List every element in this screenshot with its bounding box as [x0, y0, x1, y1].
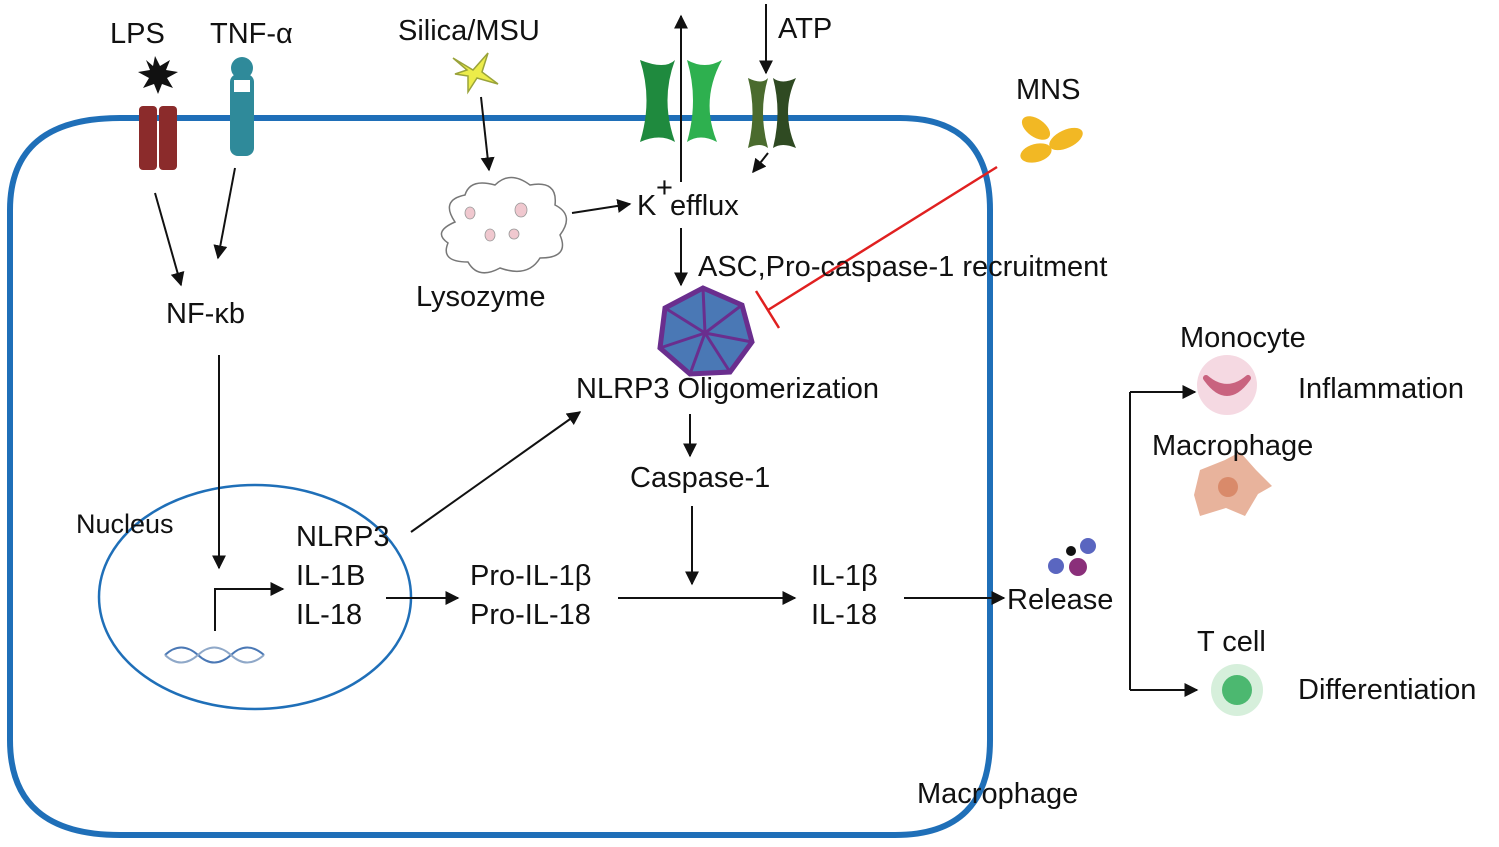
arrow-channel-to-k — [752, 152, 769, 174]
tnf-receptor-icon — [230, 57, 254, 156]
t-cell-icon — [1211, 664, 1263, 716]
label-gene-nlrp3: NLRP3 — [296, 521, 390, 553]
arrow-tnf-to-nfkb — [213, 167, 236, 260]
arrow-lysozyme-to-k — [571, 199, 632, 214]
label-nucleus: Nucleus — [76, 509, 174, 539]
label-silica: Silica/MSU — [398, 15, 540, 47]
arrow-transcription — [214, 582, 285, 631]
atp-channel-icon — [748, 78, 796, 148]
lps-star-icon — [138, 56, 178, 94]
label-macrophage-cell: Macrophage — [1152, 430, 1313, 462]
label-tnf: TNF-α — [210, 18, 293, 50]
arrow-lps-to-nfkb — [154, 192, 185, 287]
label-nfkb: NF-κb — [166, 298, 245, 330]
cytokine-particles-icon — [1048, 538, 1096, 576]
label-k-plus: + — [656, 172, 673, 204]
label-gene-il1b: IL-1B — [296, 560, 365, 592]
label-tcell: T cell — [1197, 626, 1266, 658]
macrophage-icon — [1194, 452, 1272, 516]
label-mns: MNS — [1016, 74, 1080, 106]
silica-crystal-icon — [452, 52, 499, 95]
mns-particles-icon — [1020, 116, 1083, 163]
arrow-nlrp3-to-olig — [410, 411, 582, 533]
label-lysozyme: Lysozyme — [416, 281, 545, 313]
label-monocyte: Monocyte — [1180, 322, 1306, 354]
label-inflammation: Inflammation — [1298, 373, 1464, 405]
lps-receptor-icon — [139, 106, 177, 170]
dna-icon — [164, 646, 265, 664]
monocyte-icon — [1197, 355, 1257, 415]
label-atp: ATP — [778, 13, 832, 45]
arrow-silica-to-lysozyme — [480, 96, 495, 172]
label-k: K — [637, 190, 657, 222]
label-differentiation: Differentiation — [1298, 674, 1476, 706]
label-il18: IL-18 — [811, 599, 877, 631]
lysozyme-cloud-icon — [440, 176, 568, 274]
label-caspase1: Caspase-1 — [630, 462, 770, 494]
label-efflux: efflux — [670, 190, 739, 222]
cell-membrane — [6, 115, 993, 838]
nlrp3-oligomer-icon — [657, 285, 755, 377]
label-pro-il18: Pro-IL-18 — [470, 599, 591, 631]
label-pro-il1b: Pro-IL-1β — [470, 560, 591, 592]
label-asc-recruitment: ASC,Pro-caspase-1 recruitment — [698, 251, 1107, 283]
potassium-channel-icon — [640, 60, 722, 142]
label-gene-il18: IL-18 — [296, 599, 362, 631]
label-release: Release — [1007, 584, 1113, 616]
mns-inhibition-bar — [754, 290, 781, 329]
label-il1b: IL-1β — [811, 560, 878, 592]
label-lps: LPS — [110, 18, 165, 50]
mns-inhibition-line — [767, 165, 998, 312]
label-macrophage: Macrophage — [917, 778, 1078, 810]
label-nlrp3-oligomerization: NLRP3 Oligomerization — [576, 373, 879, 405]
